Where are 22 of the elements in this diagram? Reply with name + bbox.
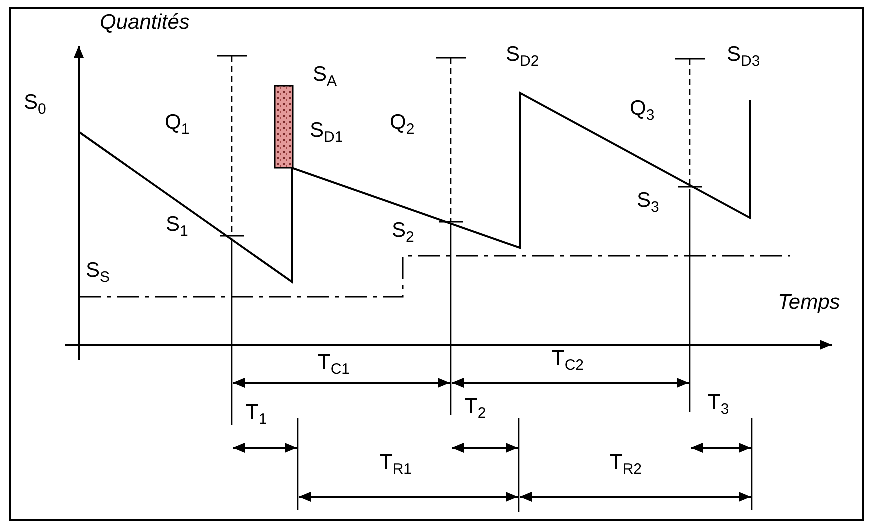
quantity-label: S$_{0}$ [24,92,46,118]
quantity-label: Q$_{1}$ [165,112,190,138]
quantity-label: S$_{S}$ [86,260,110,286]
quantity-label: S$_{D1}$ [310,120,344,146]
quantity-label: Q$_{2}$ [390,112,415,138]
quantity-label: T$_{C2}$ [552,348,584,374]
quantity-label: T$_{2}$ [465,396,486,422]
quantity-label: S$_{D2}$ [506,44,540,70]
axis-title: Temps [778,292,840,313]
quantity-label: S$_{2}$ [392,220,414,246]
quantity-label: Q$_{3}$ [630,98,655,124]
quantity-label: S$_{A}$ [313,64,338,90]
quantity-label: S$_{3}$ [637,190,660,216]
stock-bar [274,85,294,169]
quantity-label: T$_{R1}$ [380,452,412,478]
quantity-label: S$_{D3}$ [727,44,760,70]
axis-title: Quantités [100,12,190,33]
quantity-label: T$_{C1}$ [318,352,350,378]
quantity-label: S$_{1}$ [166,214,188,240]
quantity-label: T$_{R2}$ [610,452,642,478]
quantity-label: T$_{1}$ [246,402,268,428]
quantity-label: T$_{3}$ [708,392,730,418]
